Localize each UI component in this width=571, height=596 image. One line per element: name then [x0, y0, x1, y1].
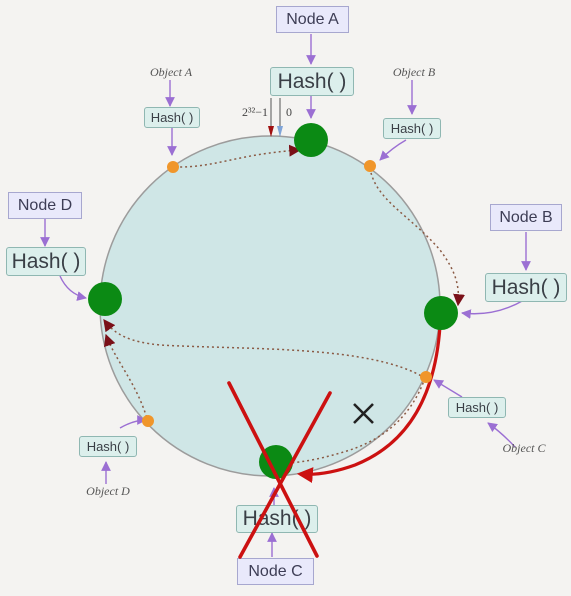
node-b-label: Node B: [490, 204, 562, 231]
object-a-to-node-a: [174, 144, 302, 168]
node-d-point: [88, 282, 122, 316]
node-d-label: Node D: [8, 192, 82, 219]
node-a-label: Node A: [276, 6, 349, 33]
node-b-hash: Hash( ): [485, 273, 567, 302]
object-c-point: [420, 371, 432, 383]
max-marker: [268, 126, 274, 137]
object-d-to-node-c: [104, 333, 149, 423]
object-c-old-path: [287, 377, 426, 464]
node-a-hash: Hash( ): [270, 67, 354, 96]
object-b-hash: Hash( ): [383, 118, 441, 139]
object-d-label: Object D: [86, 483, 130, 498]
zero-marker: [277, 126, 283, 137]
node-d-feed-2: [59, 275, 87, 301]
object-a-hash: Hash( ): [144, 107, 200, 128]
object-b-feed-2: [379, 139, 407, 161]
remap-arrow: [296, 325, 442, 484]
node-d-hash: Hash( ): [6, 247, 86, 276]
object-a-label: Object A: [149, 64, 193, 79]
object-c-hash: Hash( ): [448, 397, 506, 418]
object-b-label: Object B: [392, 64, 436, 79]
node-b-feed-2: [461, 299, 525, 319]
strike-line-2: [238, 391, 332, 559]
mapping-paths: [103, 144, 466, 464]
node-c-label: Node C: [237, 558, 314, 585]
strike-line-1: [227, 381, 319, 558]
object-b-point: [364, 160, 376, 172]
broken-path-mark: [353, 403, 374, 424]
object-d-hash: Hash( ): [79, 436, 137, 457]
node-c-point: [259, 445, 293, 479]
ring-max-label: 2³²−1: [242, 104, 268, 119]
feeder-arrows: [40, 34, 531, 557]
object-a-point: [167, 161, 179, 173]
ring-zero-label: 0: [286, 104, 292, 119]
object-d-point: [142, 415, 154, 427]
object-c-label: Object C: [502, 440, 546, 455]
object-c-feed-2: [433, 379, 463, 398]
object-c-to-node-d: [103, 319, 426, 379]
node-b-point: [424, 296, 458, 330]
object-c-feed-1: [487, 422, 516, 448]
node-a-point: [294, 123, 328, 157]
ring-zero-markers: [268, 98, 283, 137]
